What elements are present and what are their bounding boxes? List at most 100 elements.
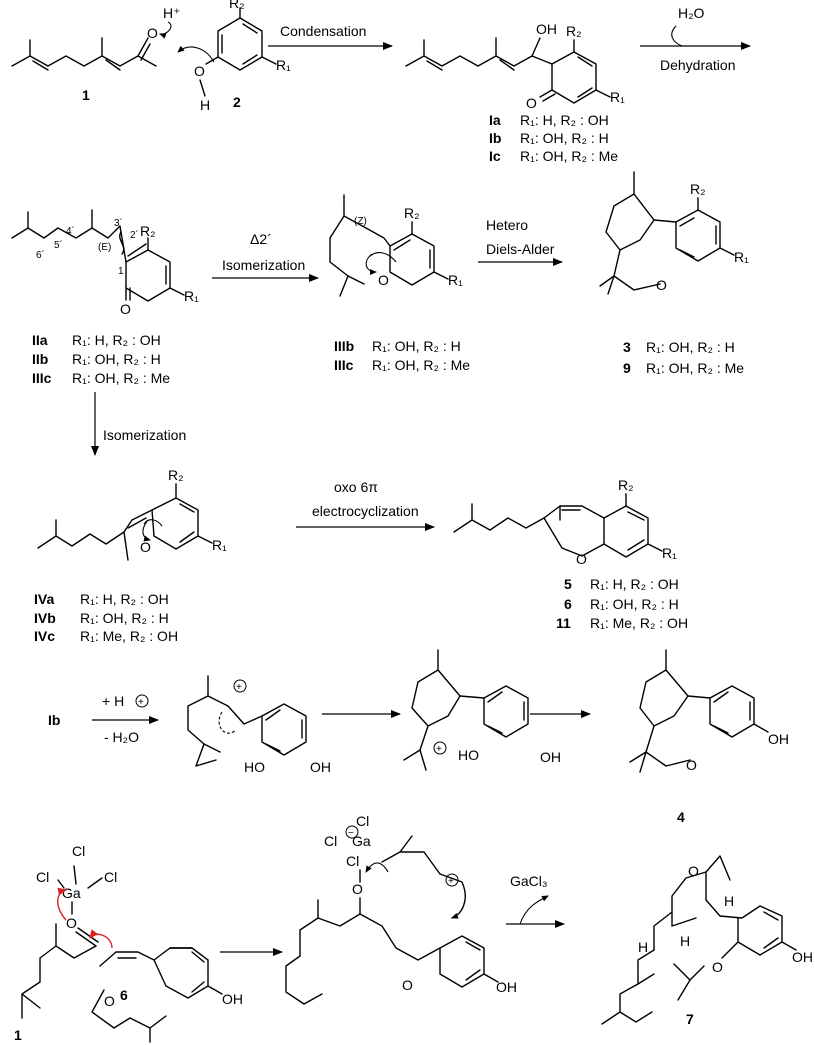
IVc-text: R₁: Me, R₂ : OH — [80, 628, 178, 644]
oxo-electrocyclization-arrow: oxo 6π electrocyclization — [296, 479, 435, 531]
cl-bottom-2: Cl — [346, 853, 359, 869]
r2-label: R₂ — [690, 181, 706, 197]
hydroxyl-label: OH — [536, 21, 557, 37]
gacl3-release-arrow: GaCl₃ — [506, 873, 565, 928]
phenol-h-label: H — [200, 97, 210, 113]
r1-label: R₁ — [212, 537, 227, 553]
adduct-I-legend: Ia R₁: H, R₂ : OH Ib R₁: OH, R₂ : H Ic R… — [489, 112, 618, 164]
o-label-chromene: O — [104, 993, 115, 1009]
proton-label: H⁺ — [163, 5, 181, 21]
ether-o-label-4: O — [686, 757, 697, 773]
citral-molecule: O H⁺ 1 — [11, 5, 181, 103]
isomerization-arrow-2: Isomerization — [91, 392, 186, 456]
o-label-7b: O — [712, 959, 723, 975]
dehydration-label: Dehydration — [660, 57, 736, 73]
ho-label-2: HO — [458, 747, 479, 763]
isomerization-arrow-1: Δ2´ Isomerization — [212, 231, 319, 282]
h-label-7a: H — [724, 893, 734, 909]
c9-id: 9 — [623, 360, 631, 376]
Z-label: (Z) — [354, 216, 367, 227]
IVc-id: IVc — [34, 628, 55, 644]
quinone-methide-III-molecule: R₂ R₁ O (Z) — [329, 194, 463, 297]
isomerization-label: Isomerization — [222, 257, 305, 273]
pos-4-label: 4´ — [66, 225, 75, 237]
water-label: H₂O — [678, 5, 705, 21]
IIb-text: R₁: OH, R₂ : H — [72, 351, 161, 367]
gacl3-label: GaCl₃ — [510, 873, 548, 889]
ho-label-1: HO — [244, 759, 265, 775]
cannabinoid-3-molecule: R₂ R₁ O — [599, 171, 749, 295]
c9-text: R₁: OH, R₂ : Me — [646, 360, 744, 376]
condensation-arrow: Condensation — [268, 23, 393, 50]
c5-text: R₁: H, R₂ : OH — [590, 576, 679, 592]
r1-label: R₁ — [610, 89, 625, 105]
ether-o-label: O — [656, 277, 667, 293]
electrocyclization-label: electrocyclization — [312, 503, 419, 519]
c11-id: 11 — [556, 615, 571, 631]
hetero-label: Hetero — [486, 217, 528, 233]
chromene-5-molecule: R₂ R₁ O — [453, 477, 677, 567]
compound-1-label: 1 — [82, 87, 90, 103]
c6-id: 6 — [564, 596, 572, 612]
cl-left-2: Cl — [324, 833, 337, 849]
oh-label-7: OH — [792, 949, 813, 965]
tertiary-cation-molecule: + HO OH — [403, 649, 561, 771]
r1-label: R₁ — [276, 57, 291, 73]
o-label-3: O — [402, 977, 413, 993]
c11-text: R₁: Me, R₂ : OH — [590, 615, 688, 631]
compound-4-label: 4 — [677, 809, 685, 825]
c6-text: R₁: OH, R₂ : H — [590, 596, 679, 612]
condensation-label: Condensation — [280, 23, 366, 39]
quinone-methide-II-molecule: R₂ R₁ O 3´ 2´ 4´ 5´ 6´ 1 (E) — [11, 209, 199, 317]
oh-label-2: OH — [540, 749, 561, 765]
r2-label: R₂ — [168, 467, 184, 483]
gallium-intermediate-molecule: Cl Cl Cl Ga − O + O OH — [285, 813, 517, 1005]
IIIc-text: R₁: OH, R₂ : Me — [372, 357, 470, 373]
o-label-7a: O — [688, 863, 699, 879]
oxo-label: oxo 6π — [334, 479, 378, 495]
dehydration-arrow: H₂O Dehydration — [640, 5, 751, 73]
Ib-start-label: Ib — [48, 712, 60, 728]
IIb-id: IIb — [32, 351, 48, 367]
dienone-o-label: O — [526, 95, 537, 111]
h-label-7b: H — [680, 933, 690, 949]
oh-label-int: OH — [496, 979, 517, 995]
ga-minus: − — [348, 828, 354, 839]
dienone-o-label: O — [120, 301, 131, 317]
c3-id: 3 — [623, 339, 631, 355]
minus-water-label: - H₂O — [104, 729, 139, 745]
c3-text: R₁: OH, R₂ : H — [646, 339, 735, 355]
cl-top-2: Cl — [356, 813, 369, 829]
row2-legends: IIa R₁: H, R₂ : OH IIb R₁: OH, R₂ : H II… — [32, 332, 744, 386]
IIIc-left-text: R₁: OH, R₂ : Me — [72, 370, 170, 386]
IIIc-id: IIIc — [334, 357, 354, 373]
compound-1-label-2: 1 — [14, 1027, 22, 1043]
r1-label: R₁ — [734, 249, 749, 265]
Ib-id: Ib — [489, 130, 501, 146]
pos-1-label: 1 — [118, 266, 124, 277]
r1-label: R₁ — [662, 545, 677, 561]
polycycle-7-molecule: O O H H H OH 7 — [601, 855, 813, 1027]
resorcinol-molecule: R₂ R₁ O H 2 — [177, 0, 291, 113]
phenol-o-label: O — [194, 63, 205, 79]
pos-5-label: 5´ — [54, 239, 63, 251]
IVa-text: R₁: H, R₂ : OH — [80, 591, 169, 607]
IVb-id: IVb — [34, 610, 56, 626]
ether-o-label: O — [576, 551, 587, 567]
pos-6-label: 6´ — [36, 249, 45, 261]
IIa-id: IIa — [32, 332, 48, 348]
IIIb-id: IIIb — [334, 338, 354, 354]
adduct-I-molecule: OH R₂ R₁ O — [405, 21, 625, 111]
r2-label: R₂ — [566, 23, 582, 39]
protonation-arrow: + H + - H₂O — [92, 693, 159, 745]
ga-label-2: Ga — [352, 833, 371, 849]
cl-top: Cl — [72, 843, 85, 859]
Ic-id: Ic — [489, 148, 501, 164]
cation-plus-2: + — [436, 744, 442, 755]
allylic-cation-molecule: + HO OH — [187, 675, 331, 775]
plus-h-label: + H — [102, 693, 124, 709]
dienone-o-label: O — [378, 272, 389, 288]
hetero-diels-alder-arrow: Hetero Diels-Alder — [478, 217, 563, 266]
gallium-complex-molecule: Cl Cl Cl Ga O O OH 1 6 — [14, 843, 243, 1043]
c5-id: 5 — [564, 576, 572, 592]
